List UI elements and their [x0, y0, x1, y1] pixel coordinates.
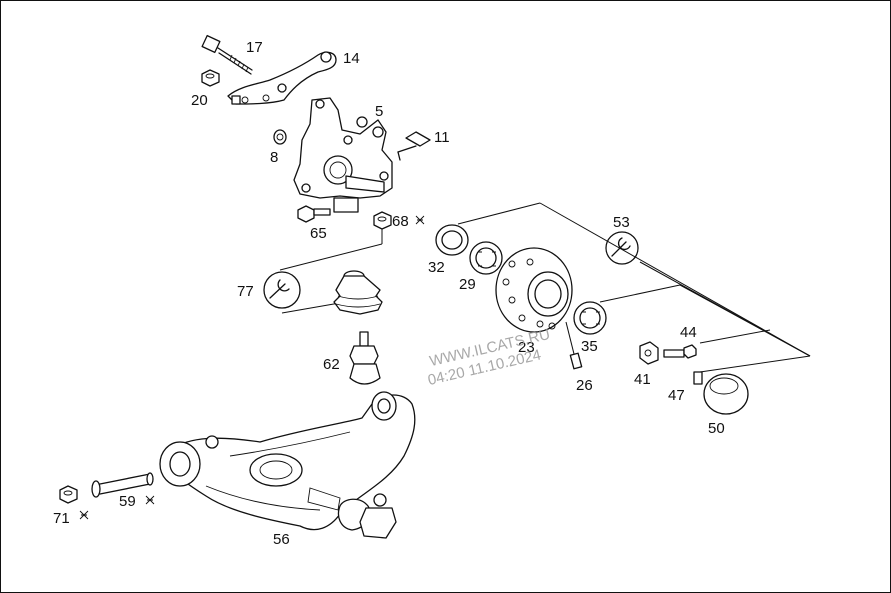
callout-68[interactable]: 68 [392, 213, 409, 230]
ball-joint-dust-boot[interactable] [333, 270, 383, 315]
callout-35[interactable]: 35 [581, 338, 598, 355]
part-71-nut[interactable] [59, 485, 78, 504]
hub-group-lead-lines [457, 202, 811, 373]
part-5-steering-knuckle[interactable] [293, 97, 393, 213]
callout-71[interactable]: 71 [53, 510, 70, 527]
mark-icon-59 [145, 495, 155, 505]
callout-50[interactable]: 50 [708, 420, 725, 437]
callout-77[interactable]: 77 [237, 283, 254, 300]
mark-icon-71 [79, 510, 89, 520]
callout-8[interactable]: 8 [270, 149, 278, 166]
callout-14[interactable]: 14 [343, 50, 360, 67]
callout-26[interactable]: 26 [576, 377, 593, 394]
callout-62[interactable]: 62 [323, 356, 340, 373]
part-47-sensor[interactable] [693, 371, 703, 385]
callout-41[interactable]: 41 [634, 371, 651, 388]
part-59-bolt[interactable] [91, 472, 154, 498]
watermark: WWW.ILCATS.RU 04:20 11.10.2024 [426, 326, 552, 389]
part-35-bearing[interactable] [573, 301, 607, 335]
callout-labels: 17 14 20 5 11 8 65 68 53 32 29 77 23 35 … [53, 39, 725, 548]
callout-44[interactable]: 44 [680, 324, 697, 341]
part-56-lower-control-arm[interactable] [159, 391, 416, 539]
part-68-nut[interactable] [373, 211, 392, 244]
callout-11[interactable]: 11 [434, 129, 450, 146]
callout-20[interactable]: 20 [191, 92, 208, 109]
callout-56[interactable]: 56 [273, 531, 290, 548]
part-53-wrench-symbol[interactable] [605, 231, 639, 265]
callout-59[interactable]: 59 [119, 493, 136, 510]
callout-32[interactable]: 32 [428, 259, 445, 276]
callout-5[interactable]: 5 [375, 103, 383, 120]
callout-47[interactable]: 47 [668, 387, 685, 404]
part-14-steering-arm[interactable] [227, 51, 337, 105]
part-50-hub-cap[interactable] [703, 373, 749, 415]
part-26-pin[interactable] [565, 321, 583, 370]
callout-17[interactable]: 17 [246, 39, 263, 56]
part-29-bearing[interactable] [469, 241, 503, 275]
mark-icon-68 [415, 215, 425, 225]
callout-53[interactable]: 53 [613, 214, 630, 231]
part-65-bolt[interactable] [297, 205, 331, 223]
callout-23[interactable]: 23 [518, 339, 535, 356]
callout-65[interactable]: 65 [310, 225, 327, 242]
part-17-bolt[interactable] [201, 34, 253, 75]
part-62-ball-joint[interactable] [349, 331, 381, 385]
part-44-screw[interactable] [663, 344, 697, 359]
part-11-plug[interactable] [397, 131, 431, 161]
part-8-bushing[interactable] [273, 129, 287, 145]
part-20-nut[interactable] [201, 69, 220, 87]
part-77-wrench-symbol[interactable] [263, 271, 301, 309]
part-23-wheel-hub[interactable] [495, 247, 573, 333]
fastener-marks [79, 215, 425, 520]
callout-29[interactable]: 29 [459, 276, 476, 293]
part-32-seal[interactable] [435, 224, 469, 256]
part-41-clamp[interactable] [639, 341, 659, 365]
